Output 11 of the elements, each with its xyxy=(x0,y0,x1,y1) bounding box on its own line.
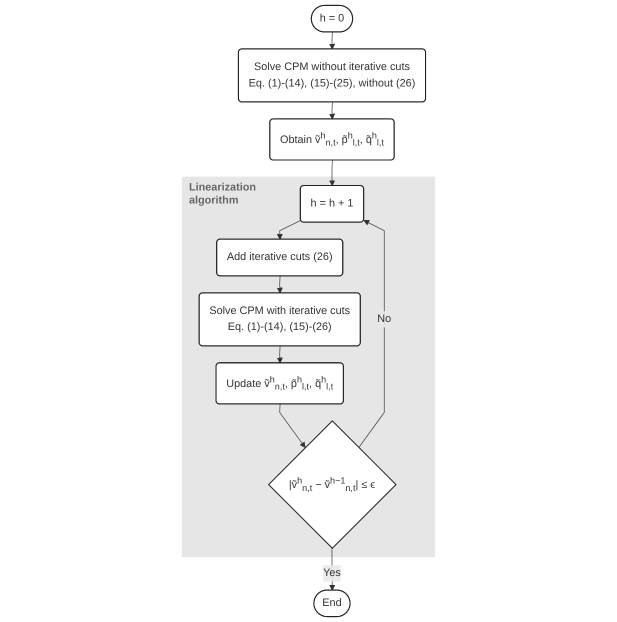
edge-label: Yes xyxy=(323,567,341,579)
arrow xyxy=(279,404,306,448)
edge-label: No xyxy=(377,313,392,325)
arrow xyxy=(276,276,283,294)
arrow xyxy=(329,102,336,120)
arrow xyxy=(276,220,302,240)
arrow xyxy=(276,346,283,364)
arrow xyxy=(329,32,336,50)
arrow xyxy=(329,160,336,186)
node-diamond: |ṽ$^{h}$$_{n,t}$ − ṽ$^{h−1}$$_{n,t}$| ≤ ϵ xyxy=(268,420,397,549)
arrow xyxy=(358,220,385,448)
